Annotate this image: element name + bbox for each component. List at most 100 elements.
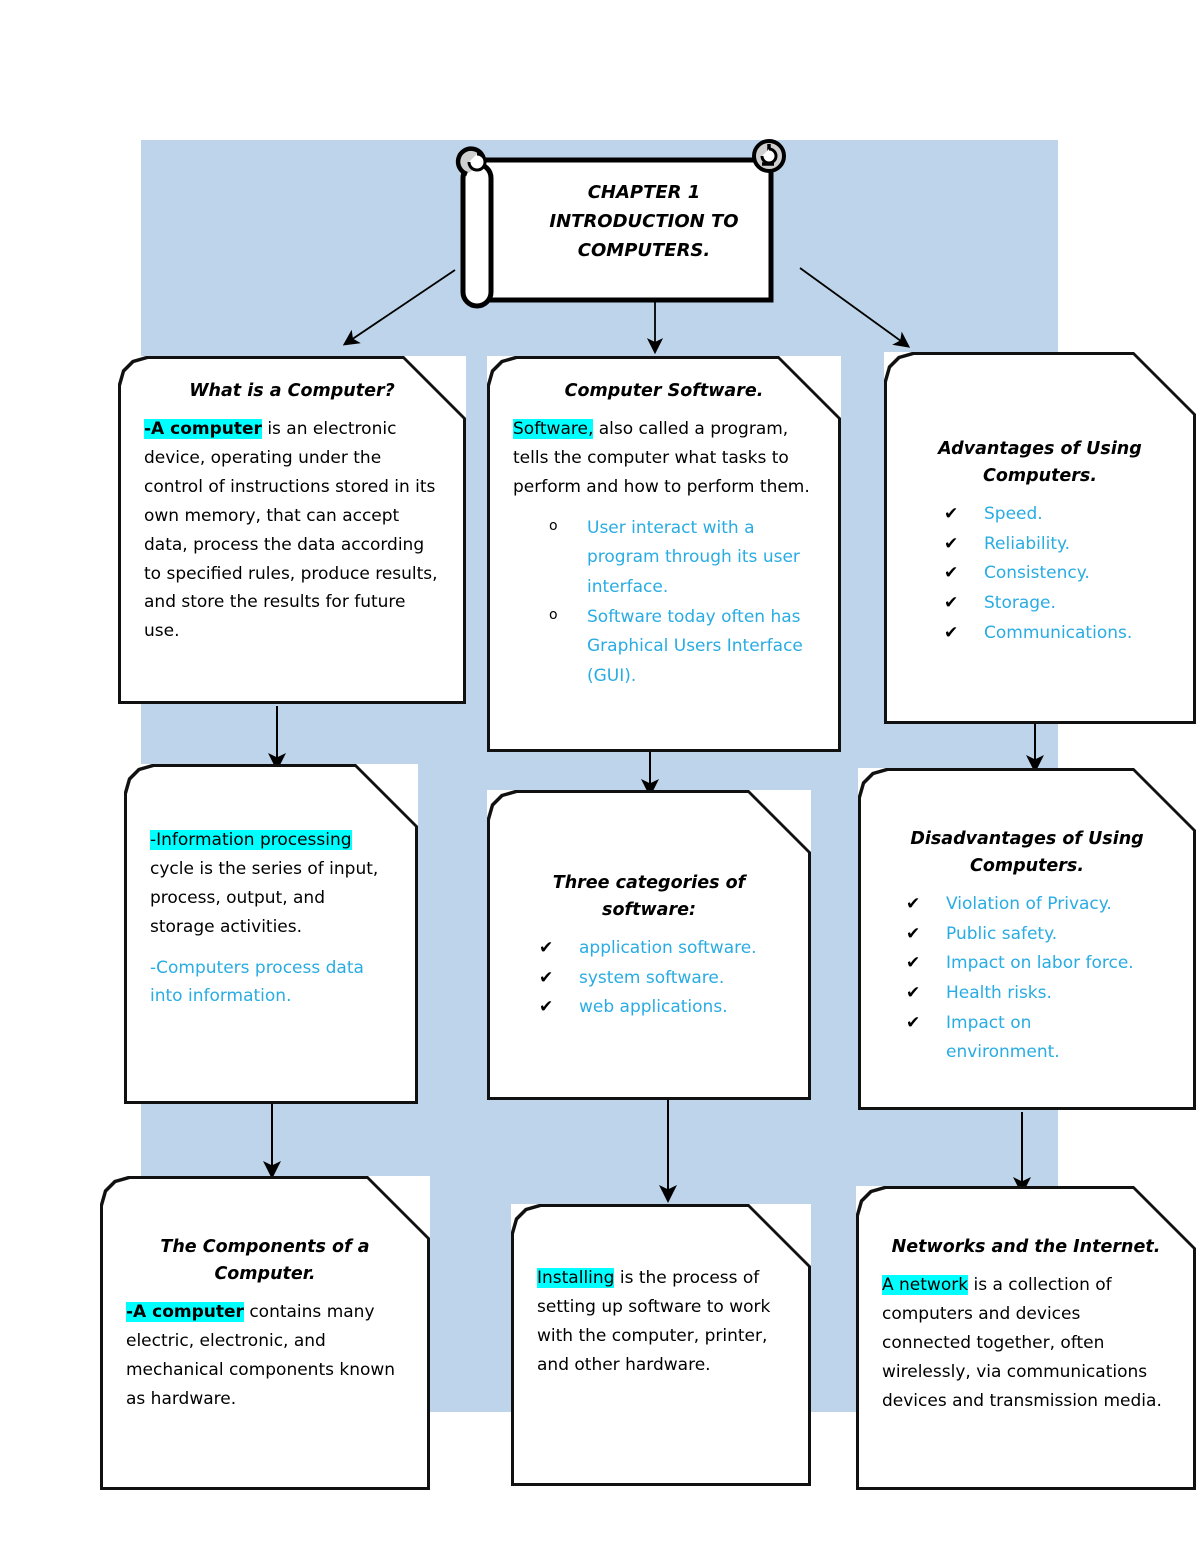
highlight-term: Software, — [513, 419, 594, 440]
card-heading: What is a Computer? — [189, 381, 395, 401]
check-icon: ✔ — [539, 997, 554, 1018]
card-fill — [514, 1207, 808, 1483]
body-text: also called a program, tells the compute… — [513, 419, 810, 497]
highlight-term: -Information processing — [150, 830, 352, 850]
card-heading-line-1: Advantages of Using — [938, 439, 1142, 459]
list-item-label: Public safety. — [946, 923, 1058, 944]
list-item-label: Consistency. — [984, 563, 1090, 584]
list-item: ✔ Speed. — [940, 500, 1170, 530]
card-heading: The Components of a Computer. — [126, 1234, 404, 1288]
card-heading-line-1: Disadvantages of Using — [910, 829, 1144, 849]
card-three-categories[interactable]: Three categories of software: ✔ applicati… — [487, 790, 811, 1100]
card-content: -Information processing cycle is the ser… — [124, 764, 418, 1104]
list-item-label: system software. — [579, 967, 725, 988]
check-icon: ✔ — [944, 563, 959, 584]
check-icon: ✔ — [539, 938, 554, 959]
card-heading: Networks and the Internet. — [891, 1237, 1161, 1257]
card-fill — [859, 1189, 1193, 1487]
card-fill — [121, 359, 463, 701]
circle-bullet-icon: o — [549, 517, 558, 534]
chapter-title: CHAPTER 1 INTRODUCTION TO COMPUTERS. — [510, 178, 778, 265]
body-text: contains many electric, electronic, and … — [126, 1302, 396, 1409]
list-item: ✔system software. — [535, 964, 785, 994]
body-text: is a collection of computers and devices… — [882, 1275, 1162, 1411]
card-content: Advantages of Using Computers. ✔ Speed. ✔… — [884, 352, 1196, 724]
card-networks[interactable]: Networks and the Internet. A network is … — [856, 1186, 1196, 1490]
list-item-label: Communications. — [984, 622, 1133, 643]
card-content: Installing is the process of setting up … — [511, 1204, 811, 1486]
list-item: ✔ Public safety. — [902, 920, 1170, 950]
check-icon: ✔ — [944, 533, 959, 554]
card-body: Software, also called a program, tells t… — [513, 415, 815, 502]
check-icon: ✔ — [944, 592, 959, 613]
card-heading-line-2: Computers. — [982, 466, 1097, 487]
list-item-label: Software today often has Graphical Users… — [587, 606, 803, 686]
list-item: ✔ Impact on environment. — [902, 1009, 1096, 1068]
chapter-scroll-shape — [455, 139, 786, 309]
card-body-secondary: -Computers process data into information… — [150, 957, 364, 1007]
card-body: -A computer is an electronic device, ope… — [144, 415, 440, 646]
check-icon: ✔ — [906, 923, 921, 944]
chapter-title-line-1: CHAPTER 1 — [587, 182, 701, 203]
check-icon: ✔ — [944, 504, 959, 525]
card-components[interactable]: The Components of a Computer. -A compute… — [100, 1176, 430, 1490]
card-fill — [861, 771, 1193, 1107]
list-item-label: Speed. — [984, 504, 1043, 525]
highlight-term: -A computer — [144, 419, 262, 440]
card-heading: Computer Software. — [564, 381, 764, 401]
disadvantages-list: ✔ Violation of Privacy. ✔ Public safety. ✔… — [884, 890, 1170, 1067]
card-heading-line-2: Computers. — [969, 856, 1084, 877]
card-content: Three categories of software: ✔ applicati… — [487, 790, 811, 1100]
list-item-label: Reliability. — [984, 533, 1071, 554]
card-heading-line-1: The Components of a — [160, 1237, 370, 1257]
highlight-term: A network — [882, 1275, 969, 1296]
card-fill — [887, 355, 1193, 721]
body-text: is an electronic device, operating under… — [144, 419, 438, 642]
check-icon: ✔ — [906, 894, 921, 915]
check-icon: ✔ — [906, 953, 921, 974]
body-text: cycle is the series of input, process, o… — [150, 858, 379, 937]
circle-bullet-icon: o — [549, 606, 558, 623]
check-icon: ✔ — [906, 1012, 921, 1033]
card-content: What is a Computer? -A computer is an el… — [118, 356, 466, 704]
chapter-title-line-2: INTRODUCTION TO — [549, 211, 739, 233]
card-body: -Information processing cycle is the ser… — [150, 826, 392, 942]
list-item-label: User interact with a program through its… — [587, 517, 800, 597]
list-item-label: Storage. — [984, 592, 1056, 613]
card-what-is-a-computer[interactable]: What is a Computer? -A computer is an el… — [118, 356, 466, 704]
card-fill — [490, 793, 808, 1097]
list-item: ✔Health risks. — [902, 979, 1170, 1009]
list-item: ✔ Reliability. — [940, 530, 1170, 560]
card-fill — [127, 767, 415, 1101]
software-bullet-list: o User interact with a program through it… — [513, 514, 815, 691]
check-icon: ✔ — [944, 622, 959, 643]
card-heading-line-1: Three categories of — [552, 873, 746, 893]
card-heading: Disadvantages of Using Computers. — [884, 826, 1170, 880]
list-item-label: Health risks. — [946, 982, 1052, 1003]
chapter-title-line-3: COMPUTERS. — [577, 240, 711, 262]
card-heading-line-2: software: — [602, 900, 696, 921]
card-fill — [103, 1179, 427, 1487]
card-content: The Components of a Computer. -A compute… — [100, 1176, 430, 1490]
list-item: ✔ Violation of Privacy. — [902, 890, 1170, 920]
card-content: Disadvantages of Using Computers. ✔ Viola… — [858, 768, 1196, 1110]
list-item: ✔ web applications. — [535, 993, 785, 1023]
list-item: ✔ Impact on labor force. — [902, 949, 1170, 979]
list-item: o User interact with a program through it… — [543, 514, 815, 603]
card-installing[interactable]: Installing is the process of setting up … — [511, 1204, 811, 1486]
list-item-label: Impact on labor force. — [946, 953, 1134, 974]
card-advantages[interactable]: Advantages of Using Computers. ✔ Speed. ✔… — [884, 352, 1196, 724]
list-item: ✔ Storage. — [940, 589, 1170, 619]
card-computer-software[interactable]: Computer Software. Software, also called… — [487, 356, 841, 752]
list-item-label: web applications. — [579, 997, 728, 1018]
highlight-term: -A computer — [126, 1302, 244, 1323]
list-item-label: Violation of Privacy. — [946, 894, 1112, 915]
card-heading: Advantages of Using Computers. — [910, 436, 1170, 490]
list-item-label: Impact on environment. — [946, 1012, 1060, 1063]
list-item-label: application software. — [579, 938, 757, 959]
list-item: ✔ Consistency. — [940, 559, 1170, 589]
card-information-processing[interactable]: -Information processing cycle is the ser… — [124, 764, 418, 1104]
list-item: o Software today often has Graphical User… — [543, 603, 815, 692]
card-disadvantages[interactable]: Disadvantages of Using Computers. ✔ Viola… — [858, 768, 1196, 1110]
card-content: Computer Software. Software, also called… — [487, 356, 841, 752]
